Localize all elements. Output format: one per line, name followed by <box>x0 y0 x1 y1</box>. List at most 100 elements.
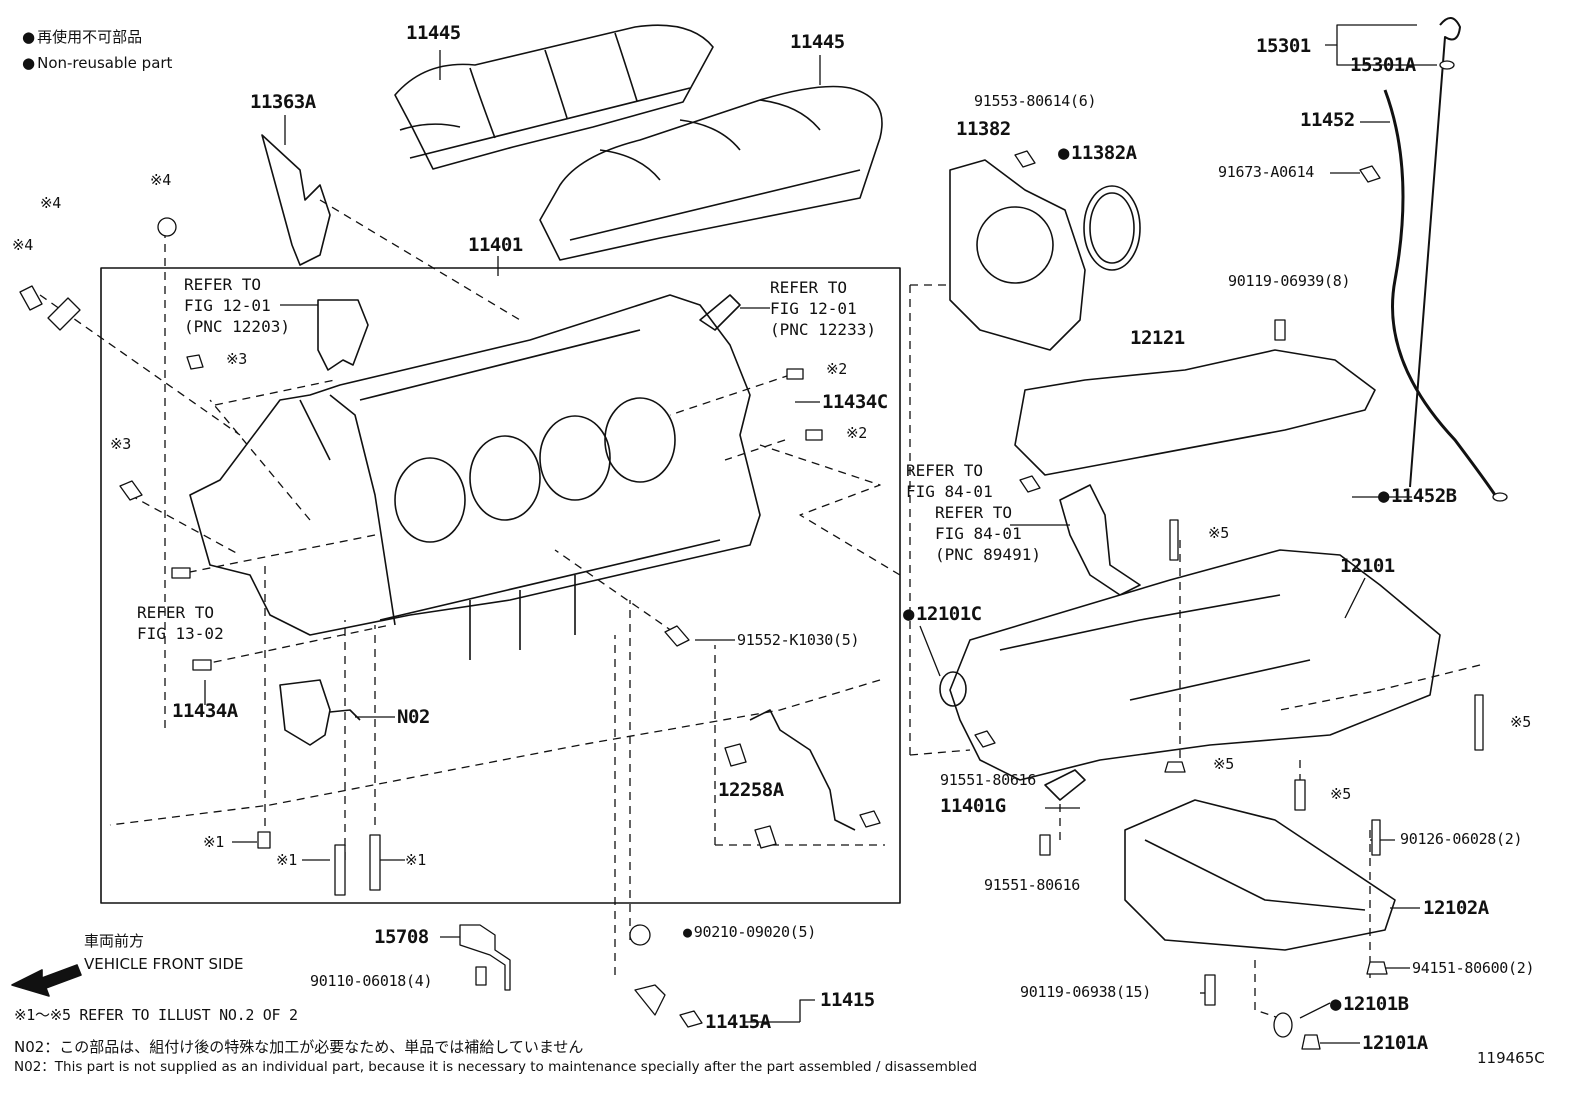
stud <box>1169 519 1179 561</box>
engine-block-group-frame <box>100 267 901 904</box>
stud <box>1371 819 1381 856</box>
n02-note-en: N02：This part is not supplied as an indi… <box>14 1059 978 1075</box>
dowel-pin <box>257 831 271 849</box>
sensor-n02 <box>279 679 361 746</box>
bolt <box>1274 319 1286 341</box>
plug <box>724 743 747 767</box>
bolt <box>1019 475 1041 493</box>
oil-baffle-plate <box>1014 349 1376 476</box>
part-label-n02: N02 <box>397 706 430 728</box>
part-label-11452: 11452 <box>1300 109 1355 131</box>
part-label-91673: 91673-A0614 <box>1218 163 1315 181</box>
refer-to-fig-12-01-left: REFER TO FIG 12-01 (PNC 12203) <box>184 275 290 336</box>
part-label-91551-upper: 91551-80616 <box>940 771 1037 789</box>
bolt <box>1294 779 1306 811</box>
ref-mark-1: ※1 <box>405 851 426 869</box>
part-label-11401g: 11401G <box>940 795 1006 817</box>
part-label-11434a: 11434A <box>172 700 238 722</box>
cylinder-liner-set-lower <box>539 85 883 261</box>
long-bolt <box>1474 694 1484 751</box>
bolt <box>974 730 996 748</box>
part-label-11415: 11415 <box>820 989 875 1011</box>
part-label-91553: 91553-80614(6) <box>974 92 1097 110</box>
bolt <box>19 285 43 311</box>
part-label-91552: 91552-K1030(5) <box>737 631 860 649</box>
nut <box>1164 761 1186 773</box>
illustration-id: 119465C <box>1477 1049 1545 1067</box>
oil-seal-11382a <box>1083 185 1141 271</box>
part-label-11445-upper: 11445 <box>406 22 461 44</box>
part-label-12121: 12121 <box>1130 327 1185 349</box>
front-arrow <box>11 964 82 997</box>
rear-oil-seal-retainer <box>949 159 1086 351</box>
part-label-15301: 15301 <box>1256 35 1311 57</box>
bolt <box>1014 150 1036 168</box>
n02-note-ja: N02：この部品は、組付け後の特殊な加工が必要なため、単品では補給していません <box>14 1038 584 1056</box>
ref-mark-3: ※3 <box>110 435 131 453</box>
ref-mark-4: ※4 <box>40 194 61 212</box>
o-ring <box>1439 60 1455 70</box>
oil-strainer <box>1059 484 1141 596</box>
part-label-90119-06938: 90119-06938(15) <box>1020 983 1151 1001</box>
gasket <box>1273 1012 1293 1038</box>
ref-mark-5: ※5 <box>1213 755 1234 773</box>
part-label-12101a: 12101A <box>1362 1032 1428 1054</box>
part-label-90126: 90126-06028(2) <box>1400 830 1523 848</box>
part-label-12258a: 12258A <box>718 779 784 801</box>
dowel-pin <box>171 567 191 579</box>
part-label-11382: 11382 <box>956 118 1011 140</box>
refer-to-fig-84-01-upper: REFER TO FIG 84-01 <box>906 461 993 501</box>
bracket-15708 <box>459 924 511 991</box>
ref-mark-2: ※2 <box>846 424 867 442</box>
long-bolt <box>334 844 346 896</box>
bolt <box>679 1010 703 1028</box>
part-label-90119-06939: 90119-06939(8) <box>1228 272 1351 290</box>
oil-pipe-12233 <box>699 294 741 331</box>
ref-mark-4: ※4 <box>12 236 33 254</box>
part-label-90210: 90210-09020(5) <box>683 925 817 940</box>
part-label-12101b: 12101B <box>1330 995 1409 1014</box>
bolt <box>1359 165 1381 183</box>
part-label-11401: 11401 <box>468 234 523 256</box>
ref-mark-5: ※5 <box>1330 785 1351 803</box>
dowel-pin <box>192 659 212 671</box>
bracket-small <box>47 297 81 331</box>
oil-pipe-12203 <box>317 299 369 371</box>
ref-mark-5: ※5 <box>1510 713 1531 731</box>
o-ring <box>1492 492 1508 502</box>
refer-illust-note: ※1～※5 REFER TO ILLUST NO.2 OF 2 <box>14 1006 298 1024</box>
bolt <box>119 480 143 501</box>
legend-nonreusable-en: Non-reusable part <box>22 56 172 71</box>
part-label-12102a: 12102A <box>1423 897 1489 919</box>
part-label-11452b: 11452B <box>1378 487 1457 506</box>
oil-jet-pipe <box>749 709 856 831</box>
oil-pan-lower <box>1124 799 1396 951</box>
bolt <box>664 625 690 647</box>
washer <box>629 924 651 946</box>
vehicle-front-ja: 車両前方 <box>84 932 145 950</box>
engine-block <box>189 294 761 660</box>
refer-to-fig-13-02: REFER TO FIG 13-02 <box>137 603 224 643</box>
dipstick-guide <box>1383 89 1497 496</box>
bracket-11363a <box>261 134 331 266</box>
knock-sensor-11401g <box>1044 769 1086 801</box>
legend-nonreusable-ja: 再使用不可部品 <box>22 30 142 45</box>
pin <box>186 354 204 370</box>
part-label-94151: 94151-80600(2) <box>1412 959 1535 977</box>
part-label-90110: 90110-06018(4) <box>310 972 433 990</box>
bolt <box>475 966 487 986</box>
hose-fitting-11415 <box>634 984 666 1016</box>
drain-plug <box>1301 1034 1321 1050</box>
part-label-11363a: 11363A <box>250 91 316 113</box>
part-label-11434c: 11434C <box>822 391 888 413</box>
plug <box>754 825 777 849</box>
long-bolt <box>369 834 381 891</box>
part-label-91551-lower: 91551-80616 <box>984 876 1081 894</box>
ref-mark-2: ※2 <box>826 360 847 378</box>
refer-to-fig-84-01-lower: REFER TO FIG 84-01 (PNC 89491) <box>935 503 1041 564</box>
bolt <box>1204 974 1216 1006</box>
bolt <box>859 810 881 828</box>
part-label-11382a: 11382A <box>1058 144 1137 163</box>
oil-level-gauge <box>1409 17 1461 488</box>
